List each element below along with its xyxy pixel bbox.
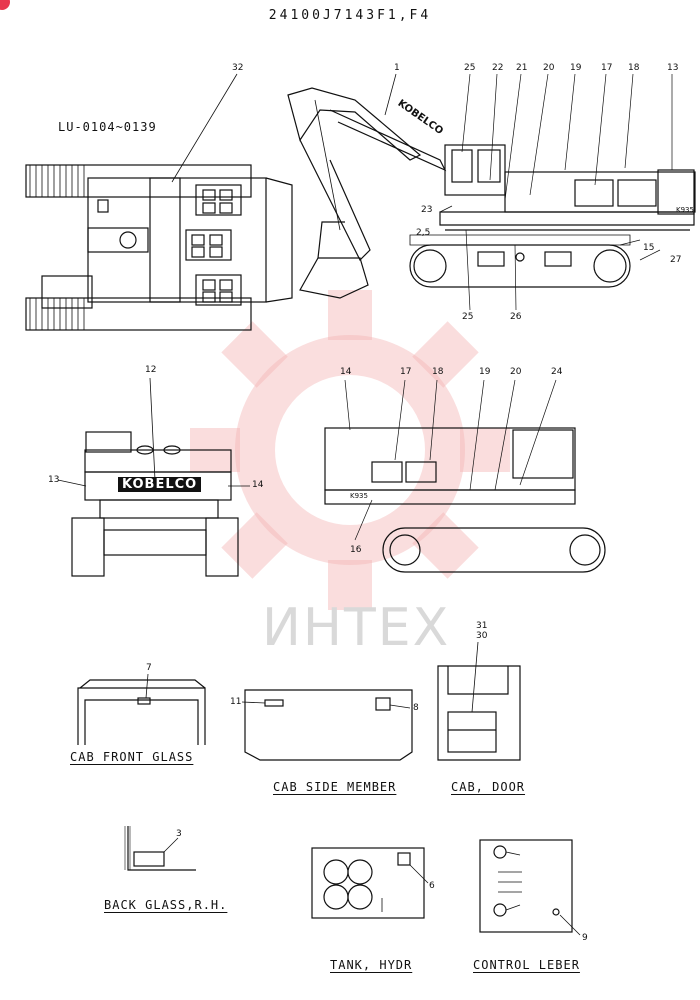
callout-13-rear: 13 (48, 475, 60, 485)
side-view-2-drawing (324, 379, 606, 573)
caption-tank-hydr: TANK, HYDR (330, 958, 413, 972)
tank-hydr-drawing (311, 847, 429, 919)
callout-27: 27 (670, 255, 682, 265)
caption-cab-door: CAB, DOOR (451, 780, 526, 794)
watermark-text: ИНТЕХ (262, 598, 451, 658)
callout-22: 22 (492, 63, 504, 73)
corner-badge (0, 0, 10, 10)
callout-23: 23 (421, 205, 433, 215)
callout-20-top: 20 (543, 63, 555, 73)
rear-logo: KOBELCO (118, 477, 202, 492)
cab-door-drawing (437, 641, 521, 761)
caption-cab-front-glass: CAB FRONT GLASS (70, 750, 194, 764)
callout-14-rear: 14 (252, 480, 264, 490)
callout-14-side: 14 (340, 367, 352, 377)
model-mark-side: K935 (676, 206, 694, 214)
drawing-title: 24100J7143F1,F4 (268, 8, 432, 23)
callout-21: 21 (516, 63, 528, 73)
serial-range: LU-0104~0139 (58, 120, 157, 134)
caption-control-leber: CONTROL LEBER (473, 958, 580, 972)
callout-19-side: 19 (479, 367, 491, 377)
callout-17-side: 17 (400, 367, 412, 377)
callout-7: 7 (146, 663, 152, 673)
callout-19-top: 19 (570, 63, 582, 73)
rear-view-drawing (57, 377, 250, 577)
callout-12: 12 (145, 365, 157, 375)
callout-1: 1 (394, 63, 400, 73)
control-leber-drawing (479, 839, 581, 936)
callout-15: 15 (643, 243, 655, 253)
callout-11: 11 (230, 697, 242, 707)
back-glass-drawing (124, 826, 196, 871)
side-view-drawing (287, 73, 696, 311)
caption-cab-side-member: CAB SIDE MEMBER (273, 780, 397, 794)
top-view-drawing (25, 73, 293, 331)
callout-24: 24 (551, 367, 563, 377)
callout-17-top: 17 (601, 63, 613, 73)
callout-3: 3 (176, 829, 182, 839)
callout-8: 8 (413, 703, 419, 713)
callout-31: 31 (476, 621, 488, 631)
cab-side-member-drawing (241, 689, 413, 761)
callout-20-side: 20 (510, 367, 522, 377)
callout-2-5: 2,5 (416, 228, 431, 238)
callout-18-side: 18 (432, 367, 444, 377)
caption-back-glass: BACK GLASS,R.H. (104, 898, 228, 912)
callout-13-top: 13 (667, 63, 679, 73)
callout-9: 9 (582, 933, 588, 943)
callout-25-top: 25 (464, 63, 476, 73)
cab-front-glass-drawing (77, 673, 206, 745)
callout-18-top: 18 (628, 63, 640, 73)
callout-32: 32 (232, 63, 244, 73)
callout-16: 16 (350, 545, 362, 555)
model-mark-side-2: K935 (350, 492, 368, 500)
callout-30: 30 (476, 631, 488, 641)
callout-25-bottom: 25 (462, 312, 474, 322)
callout-26: 26 (510, 312, 522, 322)
callout-6: 6 (429, 881, 435, 891)
